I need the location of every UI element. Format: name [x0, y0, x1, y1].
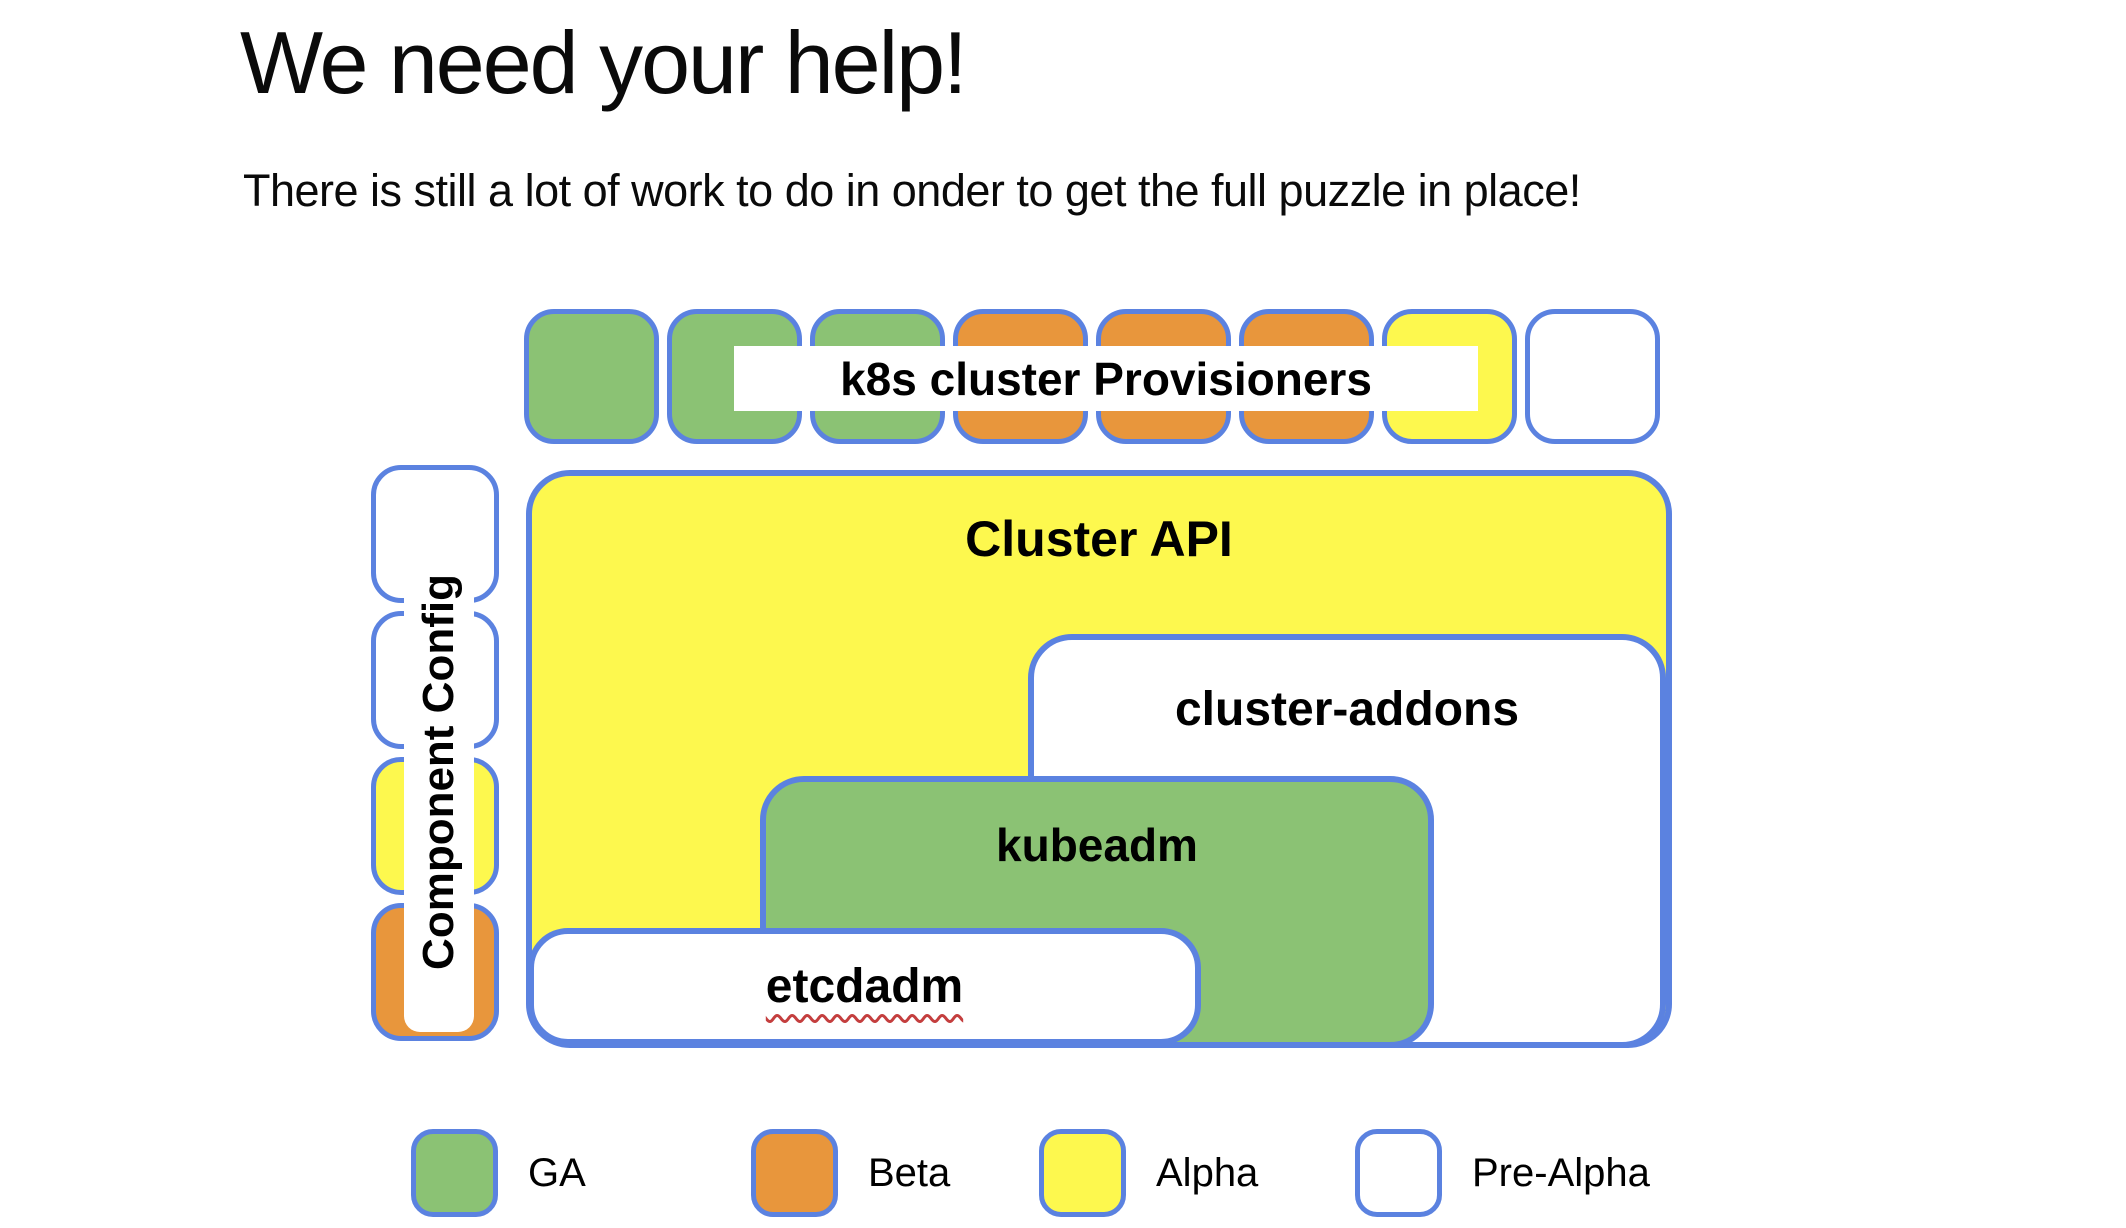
legend-item: Alpha — [1039, 1128, 1258, 1218]
legend-swatch — [1039, 1129, 1126, 1217]
legend-label: Alpha — [1156, 1150, 1259, 1195]
legend-swatch — [1355, 1129, 1442, 1217]
provisioners-label-text: k8s cluster Provisioners — [840, 352, 1372, 405]
legend-item: GA — [411, 1128, 586, 1218]
provisioner-square — [524, 309, 659, 444]
legend: GA Beta Alpha Pre-Alpha — [0, 1128, 2126, 1220]
etcdadm-box: etcdadm — [528, 928, 1201, 1045]
legend-label: Pre-Alpha — [1472, 1150, 1650, 1195]
etcdadm-title: etcdadm — [534, 959, 1195, 1014]
component-config-label: Component Config — [404, 512, 474, 1032]
cluster-addons-title: cluster-addons — [1174, 683, 1520, 736]
provisioners-label: k8s cluster Provisioners — [734, 346, 1478, 411]
subtitle: There is still a lot of work to do in on… — [243, 165, 1581, 216]
etcdadm-title-text: etcdadm — [765, 960, 964, 1013]
component-config-label-text: Component Config — [414, 574, 464, 970]
kubeadm-title: kubeadm — [996, 819, 1198, 871]
legend-item: Pre-Alpha — [1355, 1128, 1650, 1218]
legend-label: Beta — [868, 1150, 951, 1195]
provisioner-square — [1525, 309, 1660, 444]
legend-item: Beta — [751, 1128, 950, 1218]
page-title: We need your help! — [240, 13, 968, 112]
cluster-api-title: Cluster API — [965, 511, 1233, 567]
legend-swatch — [751, 1129, 838, 1217]
legend-label: GA — [528, 1150, 586, 1195]
legend-swatch — [411, 1129, 498, 1217]
